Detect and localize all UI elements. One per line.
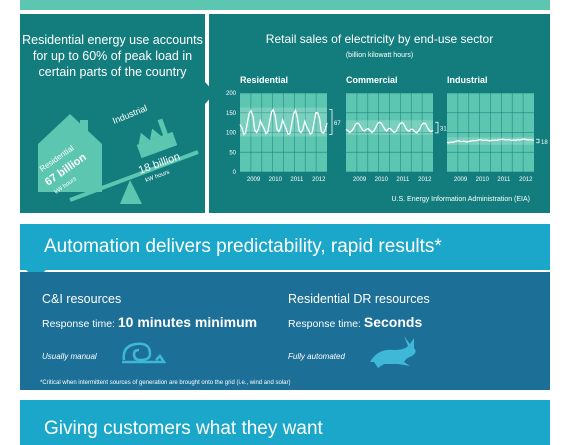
house-scale-illustration: Industrial Residential 67 billion kW hou… — [38, 103, 199, 204]
series-band-commercial — [346, 120, 433, 135]
res-response-prefix: Response time: — [288, 318, 364, 330]
x-tick-label: 2011 — [497, 177, 511, 183]
series-line-residential — [239, 108, 328, 136]
x-tick-label: 2010 — [269, 177, 283, 183]
ci-response-value: 10 minutes minimum — [117, 314, 258, 330]
res-response: Response time: Seconds — [288, 314, 422, 330]
resources-panel: C&I resources Response time: 10 minutes … — [20, 272, 550, 390]
top-accent-bar — [20, 0, 550, 10]
giving-band: Giving customers what they want — [20, 400, 550, 445]
chart-title: Retail sales of electricity by end-use s… — [265, 32, 494, 46]
rabbit-icon — [370, 336, 416, 368]
giving-title: Giving customers what they want — [44, 418, 323, 439]
chart-subtitle: (billion kilowatt hours) — [345, 52, 414, 59]
panel-title-residential: Residential — [240, 75, 288, 85]
ci-response: Response time: 10 minutes minimum — [42, 314, 257, 330]
footnote: *Critical when intermittent sources of g… — [40, 380, 291, 386]
panel-title-industrial: Industrial — [447, 75, 488, 85]
x-tick-label: 2010 — [375, 177, 389, 183]
ci-note: Usually manual — [42, 352, 97, 361]
end-label-residential: 67 — [334, 121, 341, 127]
y-tick-label: 200 — [226, 91, 237, 97]
y-tick-label: 0 — [233, 170, 237, 176]
end-bracket — [329, 109, 333, 135]
res-heading: Residential DR resources — [288, 292, 430, 306]
retail-sales-chart: Residential 67 2009 2010 2011 2012 0 50 100 150 20… — [226, 75, 548, 183]
scale-fulcrum — [120, 180, 142, 204]
end-label-commercial: 31 — [440, 127, 447, 133]
end-bracket — [435, 121, 439, 134]
x-tick-label: 2012 — [418, 177, 432, 183]
series-line-commercial — [345, 121, 434, 134]
automation-band: Automation delivers predictability, rapi… — [20, 224, 550, 279]
automation-title: Automation delivers predictability, rapi… — [44, 236, 442, 257]
end-label-industrial: 18 — [541, 140, 548, 146]
x-tick-label: 2009 — [454, 177, 468, 183]
x-tick-label: 2011 — [290, 177, 304, 183]
x-tick-label: 2009 — [247, 177, 261, 183]
factory-icon — [136, 118, 178, 159]
x-tick-label: 2012 — [519, 177, 533, 183]
x-tick-label: 2009 — [353, 177, 367, 183]
res-note: Fully automated — [288, 352, 345, 361]
industrial-label: Industrial — [111, 103, 149, 126]
scale-beam — [69, 150, 199, 202]
series-line-industrial — [446, 138, 535, 144]
x-tick-label: 2010 — [476, 177, 490, 183]
x-tick-label: 2012 — [312, 177, 326, 183]
end-bracket — [536, 138, 540, 144]
peak-load-title: Residential energy use accounts for up t… — [22, 33, 203, 79]
house-chimney — [80, 120, 88, 134]
x-tick-label: 2011 — [396, 177, 410, 183]
y-tick-label: 50 — [229, 150, 236, 156]
chart-source: U.S. Energy Information Administration (… — [391, 196, 531, 203]
snail-icon — [122, 342, 166, 364]
panel-title-commercial: Commercial — [346, 75, 398, 85]
y-tick-label: 100 — [226, 131, 237, 137]
res-response-value: Seconds — [363, 314, 423, 330]
y-tick-label: 150 — [226, 111, 237, 117]
peak-load-panel: Residential energy use accounts for up t… — [20, 14, 215, 213]
ci-response-prefix: Response time: — [42, 318, 118, 330]
retail-sales-panel: Retail sales of electricity by end-use s… — [209, 14, 550, 213]
ci-heading: C&I resources — [42, 292, 122, 306]
